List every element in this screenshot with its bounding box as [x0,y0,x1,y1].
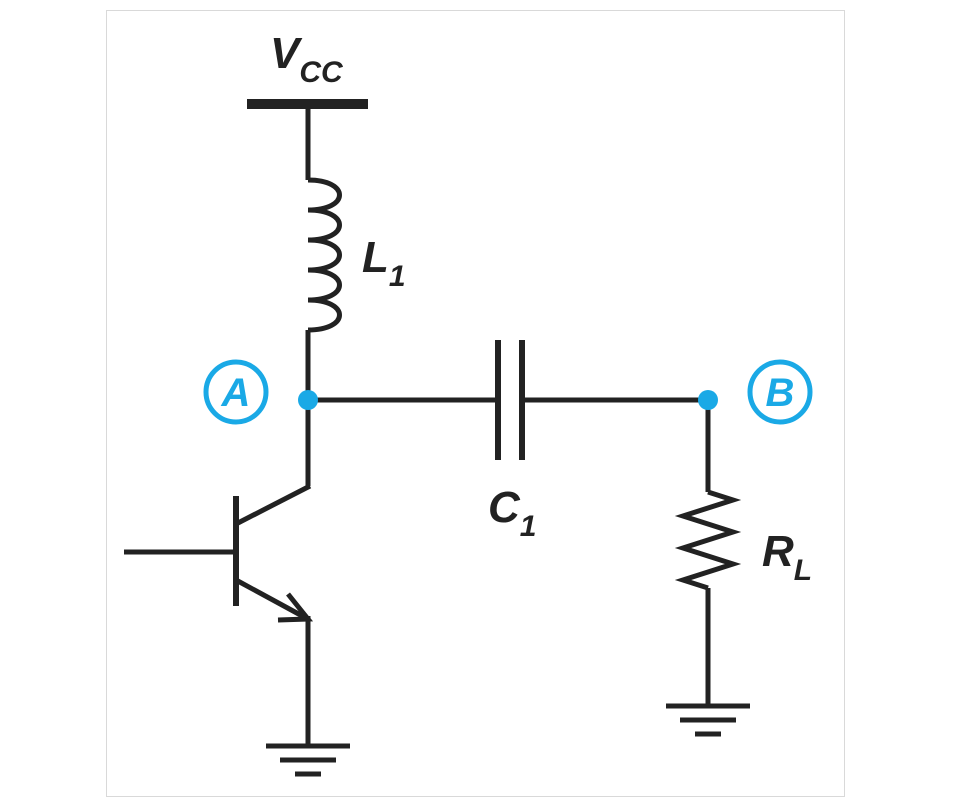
ground-left-icon [266,743,350,777]
inductor-label: L1 [362,233,406,293]
node-b-dot [698,390,718,410]
vcc-label: VCC [270,29,344,89]
transistor-emitter-lead [234,577,308,621]
vcc-label-main: V [270,29,303,78]
ground-right-icon [666,703,750,737]
vcc-label-sub: CC [299,56,344,89]
node-a-label: A [221,371,251,415]
inductor-label-main: L [362,233,389,282]
node-b-badge [747,359,813,425]
capacitor-label-sub: 1 [520,510,537,543]
resistor-label-main: R [762,527,794,576]
capacitor-label: C1 [488,483,536,543]
resistor-label-sub: L [794,554,812,587]
resistor-rl [674,489,742,591]
inductor-label-sub: 1 [389,260,406,293]
diagram-frame [106,10,845,797]
node-a-dot [298,390,318,410]
resistor-label: RL [762,527,812,587]
node-b-label: B [766,371,795,415]
transistor-collector-lead [234,483,312,527]
inductor-l1 [307,177,342,333]
capacitor-label-main: C [488,483,521,532]
transistor-npn [233,483,314,623]
node-a-badge [203,359,269,425]
